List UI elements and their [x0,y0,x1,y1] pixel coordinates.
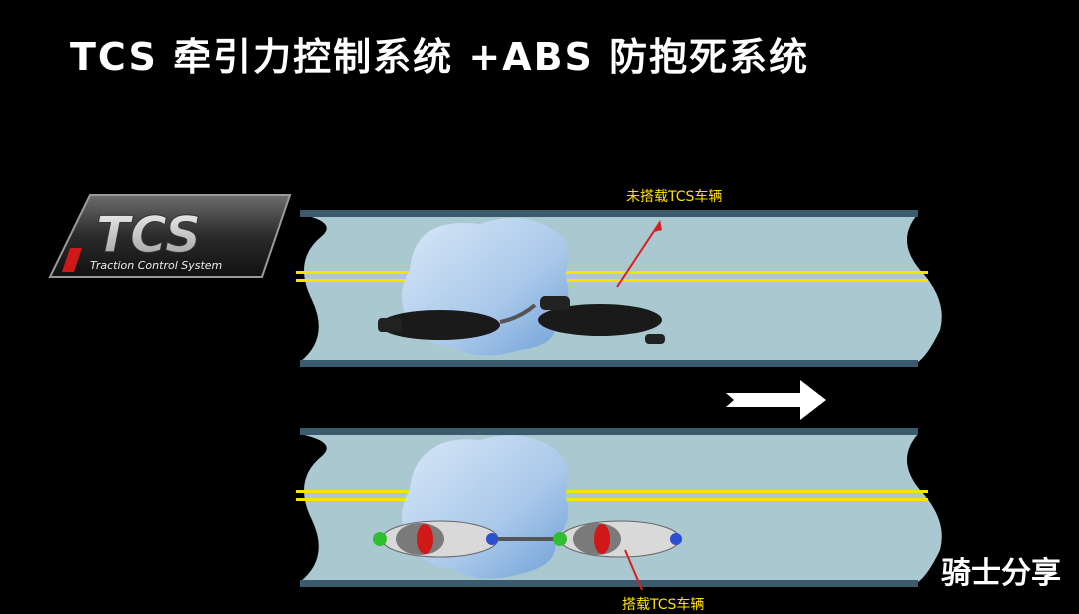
top-lane [296,210,942,367]
direction-arrow-icon [726,380,826,420]
motorcycle-silhouette [378,303,537,340]
logo-sub-text: Traction Control System [90,259,222,272]
motorcycle-colored [553,520,682,558]
lane-line [296,271,928,274]
bottom-lane [296,428,942,591]
road-edge-bottom [300,360,918,367]
motorcycle-colored [373,520,499,558]
logo-big-text: TCS [96,206,201,264]
pointer-line [616,221,661,288]
top-lane-label: 未搭载TCS车辆 [626,189,723,205]
motorcycle-silhouette [538,296,665,344]
watermark: 骑士分享 [941,556,1061,591]
bottom-lane-label: 搭载TCS车辆 [622,597,705,613]
tcs-logo: TCS Traction Control System [48,194,292,278]
slide-title: TCS 牵引力控制系统 +ABS 防抱死系统 [70,35,810,79]
lane-line [296,279,928,282]
road-edge-top [300,210,918,217]
